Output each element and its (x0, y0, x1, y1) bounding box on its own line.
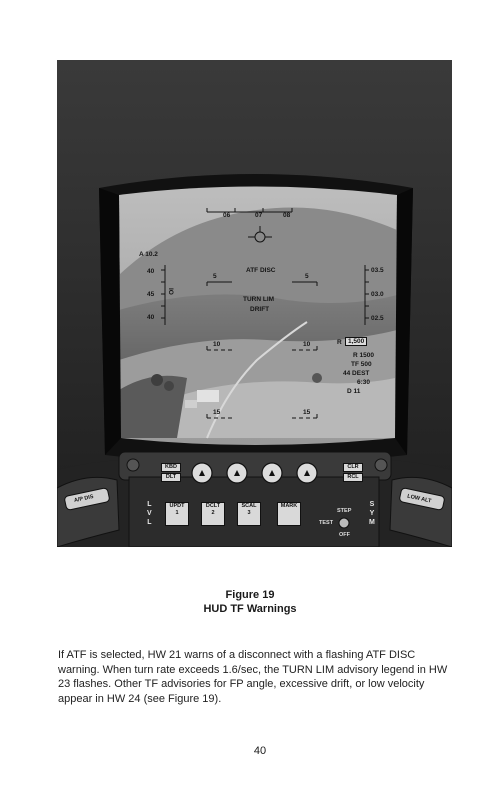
right-scale-top: 03.5 (371, 267, 384, 274)
pitch-label-5-left: 5 (213, 273, 217, 280)
kbd-key[interactable]: KBD (161, 463, 181, 472)
updt-number: 1 (175, 510, 179, 516)
data-line-4: 6:30 (357, 379, 371, 386)
radar-altitude-box: 1,500 (345, 337, 368, 346)
data-line-2: TF 500 (351, 361, 372, 368)
rcl-key[interactable]: RCL (343, 473, 363, 482)
pitch-label-10-right: 10 (303, 341, 311, 348)
left-scale-bottom: 40 (147, 314, 155, 321)
off-label: OFF (339, 532, 350, 538)
data-line-3: 44 DEST (343, 370, 370, 377)
mark-key[interactable]: MARK (277, 502, 301, 526)
right-scale-mid: 03.0 (371, 291, 384, 298)
lvl-letter-3: L (147, 519, 152, 526)
page-number: 40 (253, 745, 267, 757)
terrain-view (119, 186, 397, 445)
cockpit-illustration (57, 60, 452, 547)
left-scale-marker: IO (167, 288, 174, 295)
dlt-key[interactable]: DLT (161, 473, 181, 482)
scal-key[interactable]: SCAL 3 (237, 502, 261, 526)
left-scale-top: 40 (147, 268, 155, 275)
hud-photo: 06 07 08 A 10.2 40 45 40 IO 03.5 03.0 02… (57, 60, 452, 547)
right-scale-bottom: 02.5 (371, 315, 384, 322)
figure-title: HUD TF Warnings (203, 603, 297, 615)
updt-key[interactable]: UPDT 1 (165, 502, 189, 526)
sym-letter-3: M (369, 519, 375, 526)
scal-number: 3 (247, 510, 251, 516)
clr-key[interactable]: CLR (343, 463, 363, 472)
mark-label: MARK (280, 503, 298, 509)
sym-letter-2: Y (369, 510, 375, 517)
atf-disc-warning: ATF DISC (246, 267, 276, 274)
data-line-5: D 11 (347, 388, 361, 395)
test-label: TEST (319, 520, 334, 526)
left-scale-mid: 45 (147, 291, 155, 298)
altitude-label: A 10.2 (139, 251, 158, 258)
pitch-label-10-left: 10 (213, 341, 221, 348)
dclt-number: 2 (211, 510, 215, 516)
hud-symbology (161, 208, 369, 419)
figure-number: Figure 19 (225, 589, 275, 601)
scal-label: SCAL (241, 503, 257, 509)
turn-lim-advisory: TURN LIM (243, 296, 275, 303)
heading-tick-3: 08 (283, 212, 291, 219)
step-label: STEP (337, 508, 352, 514)
dclt-label: DCLT (205, 503, 221, 509)
figure-caption: Figure 19 HUD TF Warnings (0, 588, 500, 616)
pitch-label-15-left: 15 (213, 409, 221, 416)
data-line-1: R 1500 (353, 352, 374, 359)
body-paragraph: If ATF is selected, HW 21 warns of a dis… (58, 649, 448, 705)
lvl-letter-1: L (147, 501, 152, 508)
sym-label: S Y M (369, 500, 375, 527)
heading-tick-1: 06 (223, 212, 231, 219)
dclt-key[interactable]: DCLT 2 (201, 502, 225, 526)
lvl-label: L V L (147, 500, 152, 527)
drift-advisory: DRIFT (250, 306, 270, 313)
pitch-label-15-right: 15 (303, 409, 311, 416)
updt-label: UPDT (169, 503, 185, 509)
sym-letter-1: S (369, 501, 375, 508)
pitch-label-5-right: 5 (305, 273, 309, 280)
heading-tick-2: 07 (255, 212, 263, 219)
lvl-letter-2: V (147, 510, 152, 517)
radar-prefix: R (337, 339, 342, 346)
